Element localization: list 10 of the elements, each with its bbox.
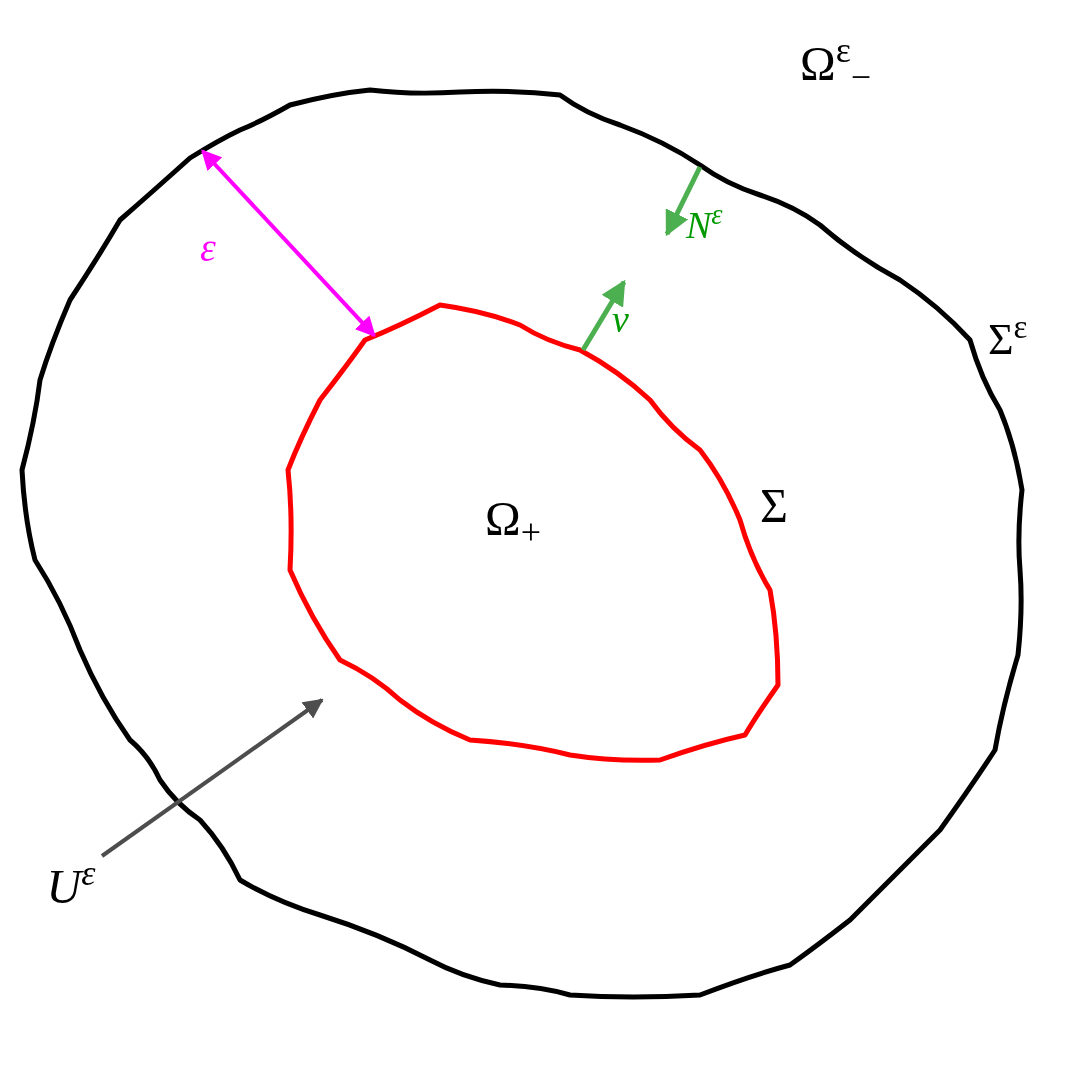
normal-label: ν	[612, 300, 629, 338]
pointer-arrow	[100, 698, 324, 858]
distance-arrow	[201, 149, 376, 338]
edge-label: ε	[200, 228, 216, 268]
outer-boundary-curve	[19, 87, 1025, 1000]
region-label: Ω$_{+}$	[485, 495, 541, 543]
boundary-label: Σ$^{ε}$	[988, 318, 1028, 362]
boundary-label: Σ	[760, 482, 788, 530]
set-label: U$^{ε}$	[46, 863, 96, 911]
normal-label: N$^{ε}$	[686, 206, 723, 244]
